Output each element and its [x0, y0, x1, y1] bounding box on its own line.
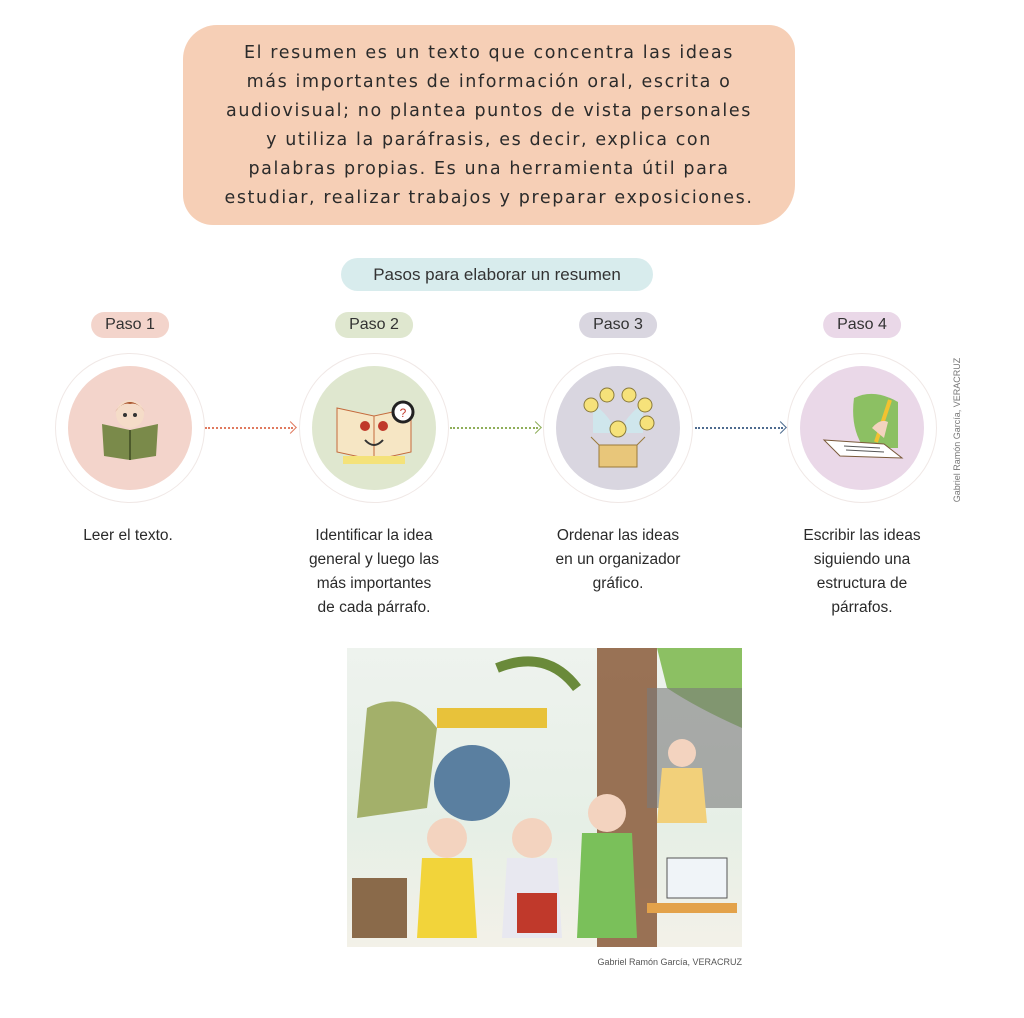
description-line: en un organizador [555, 551, 681, 568]
step-3-description: Ordenar las ideas en un organizador gráf… [523, 524, 713, 596]
step-2-description: Identificar la idea general y luego las … [279, 524, 469, 620]
svg-text:?: ? [400, 406, 407, 420]
description-line: siguiendo una [813, 551, 911, 568]
step-1-description: Leer el texto. [33, 524, 223, 548]
description-line: más importantes [316, 575, 432, 592]
description-line: gráfico. [592, 575, 644, 592]
definition-line: El resumen es un texto que concentra las… [244, 43, 734, 63]
side-credit: Gabriel Ramón García, VERACRUZ [952, 357, 962, 503]
description-line: general y luego las [308, 551, 440, 568]
step-3-label: Paso 3 [579, 312, 657, 338]
step-4-description: Escribir las ideas siguiendo una estruct… [767, 524, 957, 620]
illustration-credit: Gabriel Ramón García, VERACRUZ [597, 957, 742, 967]
description-line: estructura de [816, 575, 908, 592]
definition-line: más importantes de información oral, esc… [246, 72, 732, 92]
book-with-magnifier-icon: ? [312, 366, 436, 490]
steps-title: Pasos para elaborar un resumen [341, 258, 653, 291]
definition-line: y utiliza la paráfrasis, es decir, expli… [266, 130, 712, 150]
description-line: Identificar la idea [315, 527, 433, 544]
lightbulbs-box-icon [556, 366, 680, 490]
arrow-step-1-to-2 [205, 427, 293, 429]
definition-box: El resumen es un texto que concentra las… [183, 25, 795, 225]
definition-line: palabras propias. Es una herramienta úti… [248, 159, 730, 179]
step-4-label: Paso 4 [823, 312, 901, 338]
students-research-illustration [347, 648, 742, 947]
definition-line: estudiar, realizar trabajos y preparar e… [224, 188, 754, 208]
hand-writing-icon [800, 366, 924, 490]
definition-line: audiovisual; no plantea puntos de vista … [226, 101, 752, 121]
step-4-ring [787, 353, 937, 503]
arrow-step-2-to-3 [450, 427, 538, 429]
description-line: Escribir las ideas [803, 527, 921, 544]
arrow-step-3-to-4 [695, 427, 783, 429]
step-2-label: Paso 2 [335, 312, 413, 338]
description-line: párrafos. [831, 599, 893, 616]
step-1-label: Paso 1 [91, 312, 169, 338]
description-line: Leer el texto. [83, 527, 173, 544]
child-reading-book-icon [68, 366, 192, 490]
description-line: de cada párrafo. [317, 599, 431, 616]
description-line: Ordenar las ideas [556, 527, 680, 544]
step-3-ring [543, 353, 693, 503]
step-2-ring [299, 353, 449, 503]
